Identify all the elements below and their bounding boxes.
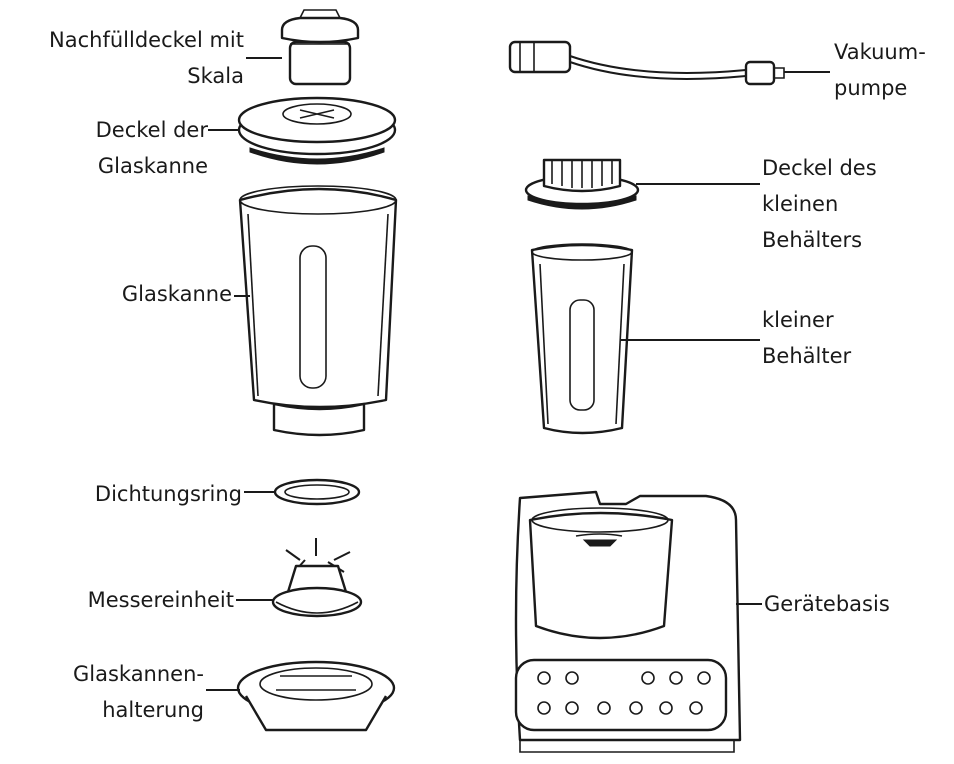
label-line: halterung (102, 698, 204, 722)
label-line: pumpe (834, 76, 908, 100)
label-line: Messereinheit (87, 588, 234, 612)
label-line: Glaskanne (121, 282, 232, 306)
label-refill-lid: Nachfülldeckel mit Skala (0, 22, 244, 94)
label-line: Glaskannen- (72, 662, 204, 686)
label-line: Glaskanne (97, 154, 208, 178)
label-line: Skala (187, 64, 244, 88)
label-line: kleinen (762, 192, 839, 216)
label-base-unit: Gerätebasis (764, 586, 890, 622)
sealing-ring-illustration (273, 478, 361, 506)
jar-holder-illustration (236, 660, 396, 732)
small-container-illustration (530, 243, 634, 435)
jar-lid-illustration (237, 96, 397, 165)
label-line: Behälter (762, 344, 852, 368)
label-glass-jar: Glaskanne (0, 276, 232, 312)
label-jar-lid: Deckel der Glaskanne (0, 112, 208, 184)
label-vacuum-pump: Vakuum- pumpe (834, 34, 926, 106)
label-line: Deckel der (95, 118, 208, 142)
leader-lines (206, 57, 830, 691)
label-line: Vakuum- (834, 40, 926, 64)
label-sealing-ring: Dichtungsring (0, 476, 242, 512)
label-blade-unit: Messereinheit (0, 582, 234, 618)
label-jar-holder: Glaskannen- halterung (0, 656, 204, 728)
label-line: Gerätebasis (764, 592, 890, 616)
label-small-container-lid: Deckel des kleinen Behälters (762, 150, 877, 258)
glass-jar-illustration (238, 185, 398, 437)
base-unit-illustration (514, 490, 742, 753)
label-small-container: kleiner Behälter (762, 302, 851, 374)
label-line: Nachfülldeckel mit (49, 28, 244, 52)
blade-unit-illustration (271, 538, 363, 618)
refill-lid-illustration (280, 9, 360, 86)
label-line: Behälters (762, 228, 863, 252)
label-line: Dichtungsring (94, 482, 242, 506)
vacuum-pump-illustration (508, 40, 785, 86)
small-container-lid-illustration (524, 158, 640, 210)
label-line: Deckel des (762, 156, 877, 180)
label-line: kleiner (762, 308, 834, 332)
